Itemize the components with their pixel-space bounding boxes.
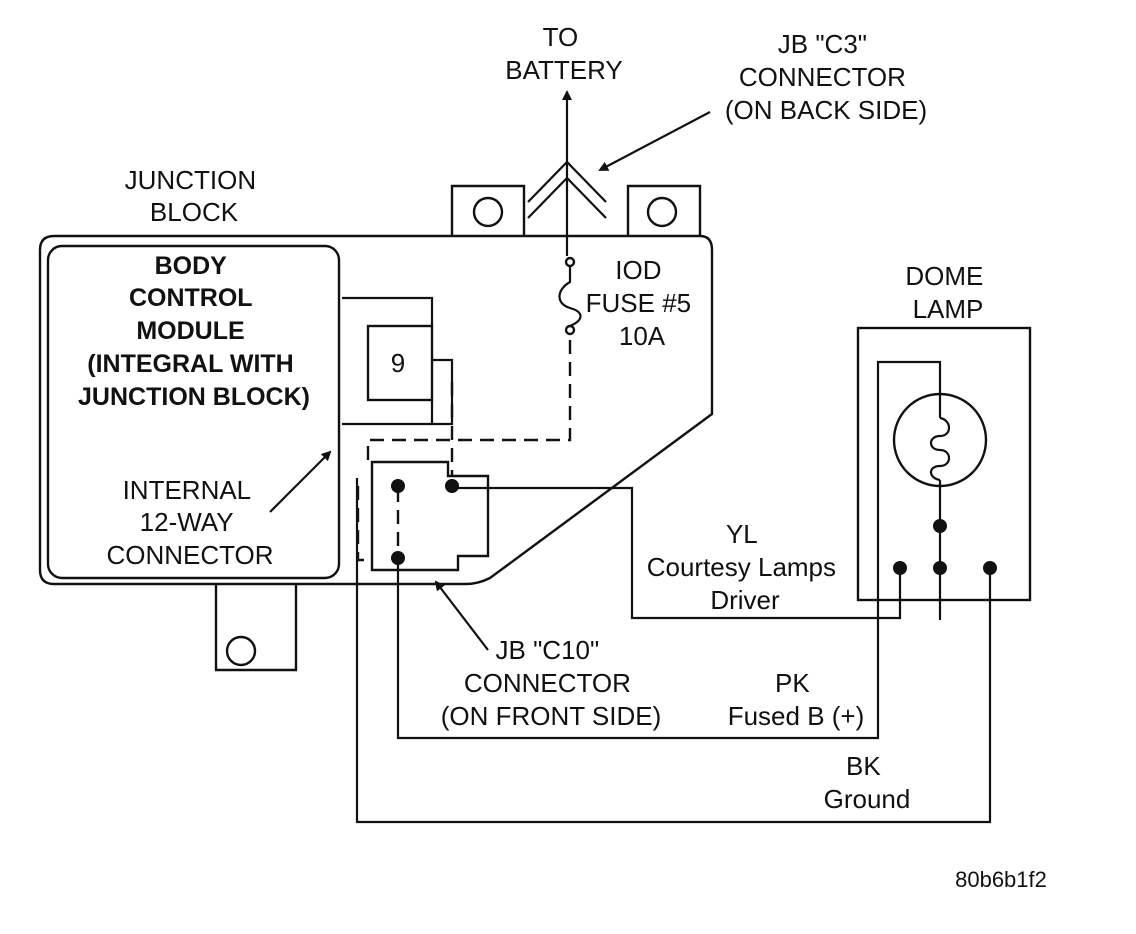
c10-connector-block [356, 460, 490, 572]
bulb-lead-top [876, 360, 942, 684]
cavity-9-label: 9 [391, 348, 405, 378]
body-control-module-label: BODY CONTROL MODULE (INTEGRAL WITH JUNCT… [78, 252, 310, 411]
jb-c10-connector-label: JB "C10" CONNECTOR (ON FRONT SIDE) [441, 635, 662, 731]
internal-connector-label: INTERNAL 12-WAY CONNECTOR [106, 475, 273, 570]
c10-pointer-arrow [434, 580, 489, 651]
iod-fuse-label: IOD FUSE #5 10A [586, 255, 699, 351]
pk-wire-label: PK Fused B (+) [728, 668, 865, 731]
jb-c3-connector-label: JB "C3" CONNECTOR (ON BACK SIDE) [725, 29, 927, 125]
to-battery-label: TO BATTERY [505, 22, 623, 85]
dome-lamp-housing [856, 326, 1032, 602]
internal-trace-fuse [366, 340, 572, 462]
connector-pins [391, 479, 997, 575]
internal-connector-pointer-arrow [269, 450, 332, 513]
dome-lamp-label: DOME LAMP [905, 261, 990, 324]
c3-pointer-arrow [598, 111, 711, 171]
pk-fused-b-plus-wire [396, 558, 880, 740]
bk-wire-label: BK Ground [824, 751, 911, 814]
mounting-tabs [214, 184, 702, 672]
fuse-symbol [558, 256, 582, 336]
junction-block-label: JUNCTION BLOCK [125, 165, 264, 227]
body-control-module-box [46, 244, 341, 580]
bk-ground-wire [355, 478, 992, 824]
figure-id-label: 80b6b1f2 [955, 867, 1047, 892]
yl-courtesy-lamps-driver-wire [454, 486, 902, 620]
bulb-filament [929, 416, 951, 482]
cavity-9-connector [342, 296, 454, 426]
c3-connector-symbol [527, 160, 607, 219]
yl-wire-label: YL Courtesy Lamps Driver [647, 519, 844, 615]
